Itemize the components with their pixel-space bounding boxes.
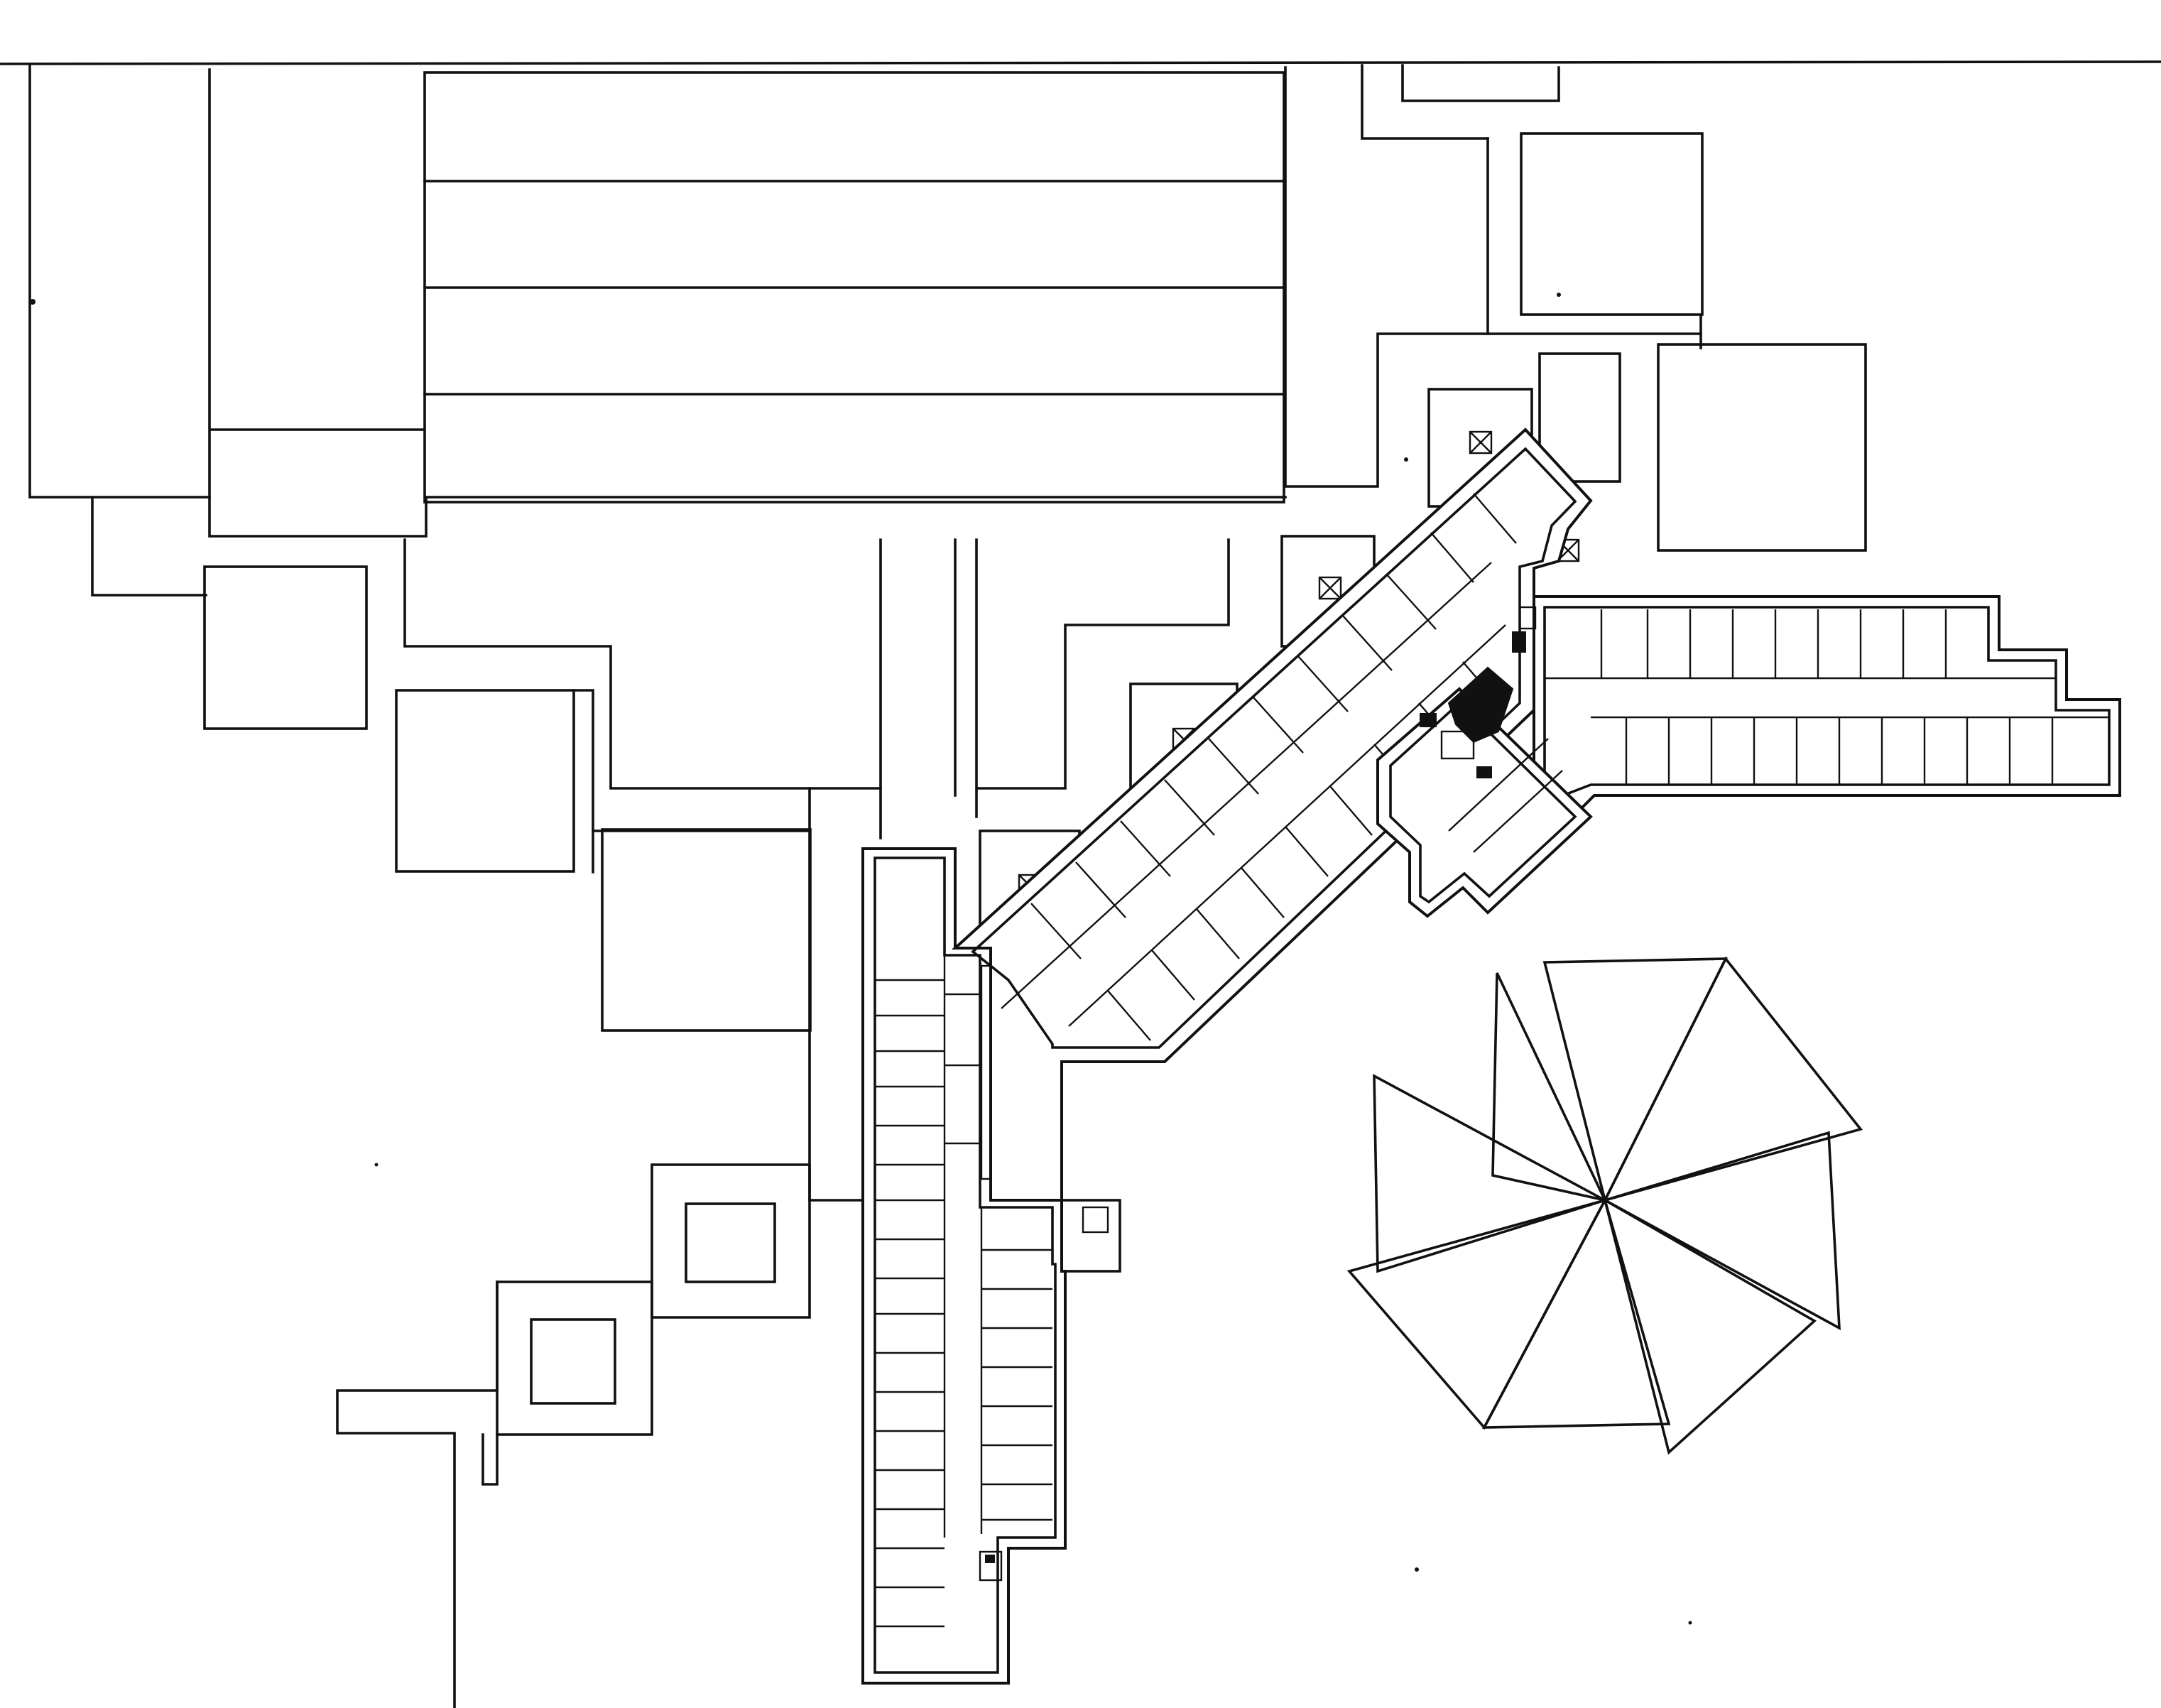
wing-junction bbox=[1376, 606, 1593, 918]
service-core-north bbox=[1420, 606, 1537, 778]
scan-specks bbox=[30, 293, 1692, 1625]
site-boundary-line bbox=[0, 60, 2161, 65]
wing-east bbox=[1533, 595, 2121, 815]
site-parcels bbox=[28, 64, 1867, 597]
pinwheel-pavilion bbox=[1346, 956, 1863, 1455]
courtyard-blocks bbox=[203, 538, 1230, 1202]
stepped-squares bbox=[336, 1163, 811, 1708]
